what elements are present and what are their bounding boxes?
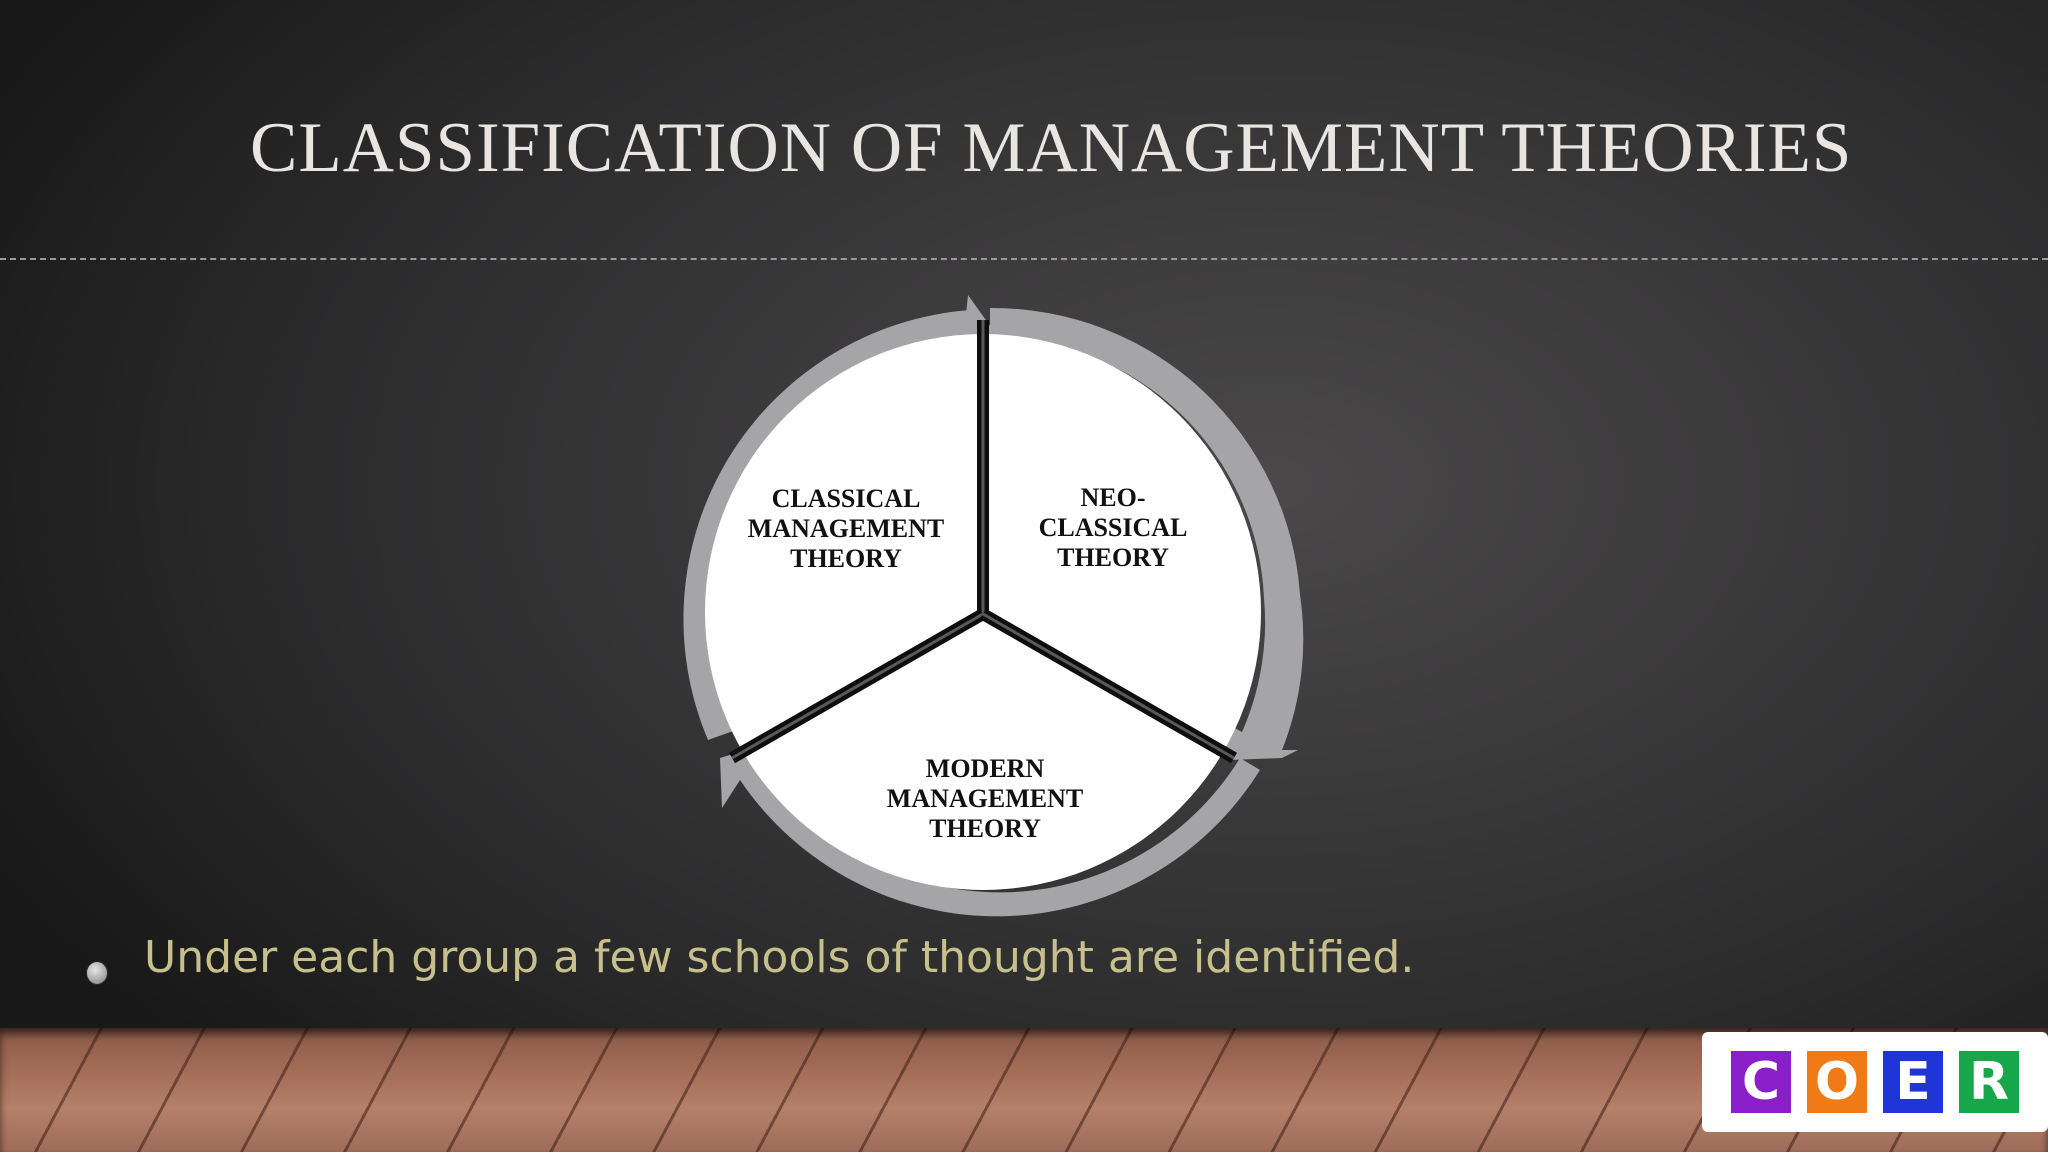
title-divider (0, 258, 2048, 260)
logo-letter-e: E (1883, 1051, 1943, 1113)
arrow-right (990, 307, 1304, 760)
logo-letter-o: O (1807, 1051, 1867, 1113)
cycle-diagram: CLASSICAL MANAGEMENT THEORY NEO- CLASSIC… (660, 280, 1310, 940)
logo-letter-c: C (1731, 1051, 1791, 1113)
bullet-text: Under each group a few schools of though… (144, 932, 1415, 983)
slide-title: CLASSIFICATION OF MANAGEMENT THEORIES (250, 109, 1853, 187)
logo-letter-r: R (1959, 1051, 2019, 1113)
segment-label-modern: MODERN MANAGEMENT THEORY (886, 754, 1084, 843)
bullet-icon (86, 961, 108, 985)
segment-dividers (729, 320, 1237, 764)
segment-label-neo-classical: NEO- CLASSICAL THEORY (1038, 483, 1188, 572)
arrow-bottom (720, 740, 1260, 917)
cycle-diagram-graphic (683, 295, 1304, 917)
segment-label-classical: CLASSICAL MANAGEMENT THEORY (747, 484, 945, 573)
coer-logo: C O E R (1702, 1032, 2048, 1132)
